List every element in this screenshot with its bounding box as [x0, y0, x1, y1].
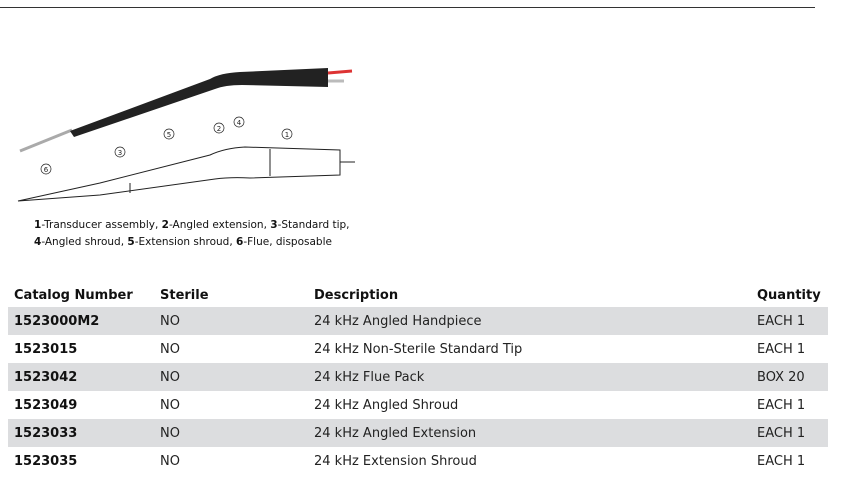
svg-text:4: 4: [237, 119, 242, 127]
sterile: NO: [160, 341, 180, 357]
header-catalog-number: Catalog Number: [14, 287, 133, 303]
description: 24 kHz Angled Handpiece: [308, 307, 751, 335]
description: 24 kHz Non-Sterile Standard Tip: [314, 341, 523, 357]
catalog-number: 1523049: [14, 397, 78, 413]
catalog-number: 1523042: [8, 363, 154, 391]
exploded-diagram: [17, 146, 355, 202]
catalog-number: 1523015: [14, 341, 78, 357]
table-row: 1523049 NO 24 kHz Angled Shroud EACH 1: [8, 391, 828, 419]
sterile: NO: [160, 453, 180, 469]
catalog-number: 1523033: [8, 419, 154, 447]
quantity: EACH 1: [757, 453, 806, 469]
handpiece-illustration: 1 2 3 4 5 6: [17, 68, 355, 202]
svg-text:3: 3: [118, 149, 122, 157]
quantity: BOX 20: [751, 363, 828, 391]
svg-text:2: 2: [217, 125, 221, 133]
description: 24 kHz Flue Pack: [308, 363, 751, 391]
svg-text:5: 5: [167, 131, 171, 139]
table-row: 1523015 NO 24 kHz Non-Sterile Standard Tip…: [8, 335, 828, 363]
description: 24 kHz Angled Extension: [308, 419, 751, 447]
callout-labels: 1 2 3 4 5 6: [40, 116, 293, 175]
table-row: 1523035 NO 24 kHz Extension Shroud EACH 1: [8, 447, 828, 475]
header-description: Description: [314, 287, 399, 303]
handpiece-photo: [19, 68, 353, 153]
sterile: NO: [154, 419, 308, 447]
quantity: EACH 1: [751, 419, 828, 447]
sterile: NO: [160, 397, 180, 413]
figure-caption: 1-Transducer assembly, 2-Angled extensio…: [34, 219, 350, 248]
description: 24 kHz Extension Shroud: [314, 453, 477, 469]
header-sterile: Sterile: [160, 287, 209, 303]
catalog-number: 1523035: [14, 453, 78, 469]
svg-text:6: 6: [44, 166, 49, 174]
header-quantity: Quantity: [757, 287, 821, 303]
quantity: EACH 1: [757, 341, 806, 357]
sterile: NO: [154, 363, 308, 391]
quantity: EACH 1: [757, 397, 806, 413]
sterile: NO: [154, 307, 308, 335]
svg-text:1: 1: [285, 131, 289, 139]
table-header: Catalog Number Sterile Description Quant…: [8, 283, 828, 307]
quantity: EACH 1: [751, 307, 828, 335]
catalog-table: Catalog Number Sterile Description Quant…: [8, 283, 828, 475]
catalog-number: 1523000M2: [8, 307, 154, 335]
description: 24 kHz Angled Shroud: [314, 397, 459, 413]
top-rule: [0, 7, 815, 8]
